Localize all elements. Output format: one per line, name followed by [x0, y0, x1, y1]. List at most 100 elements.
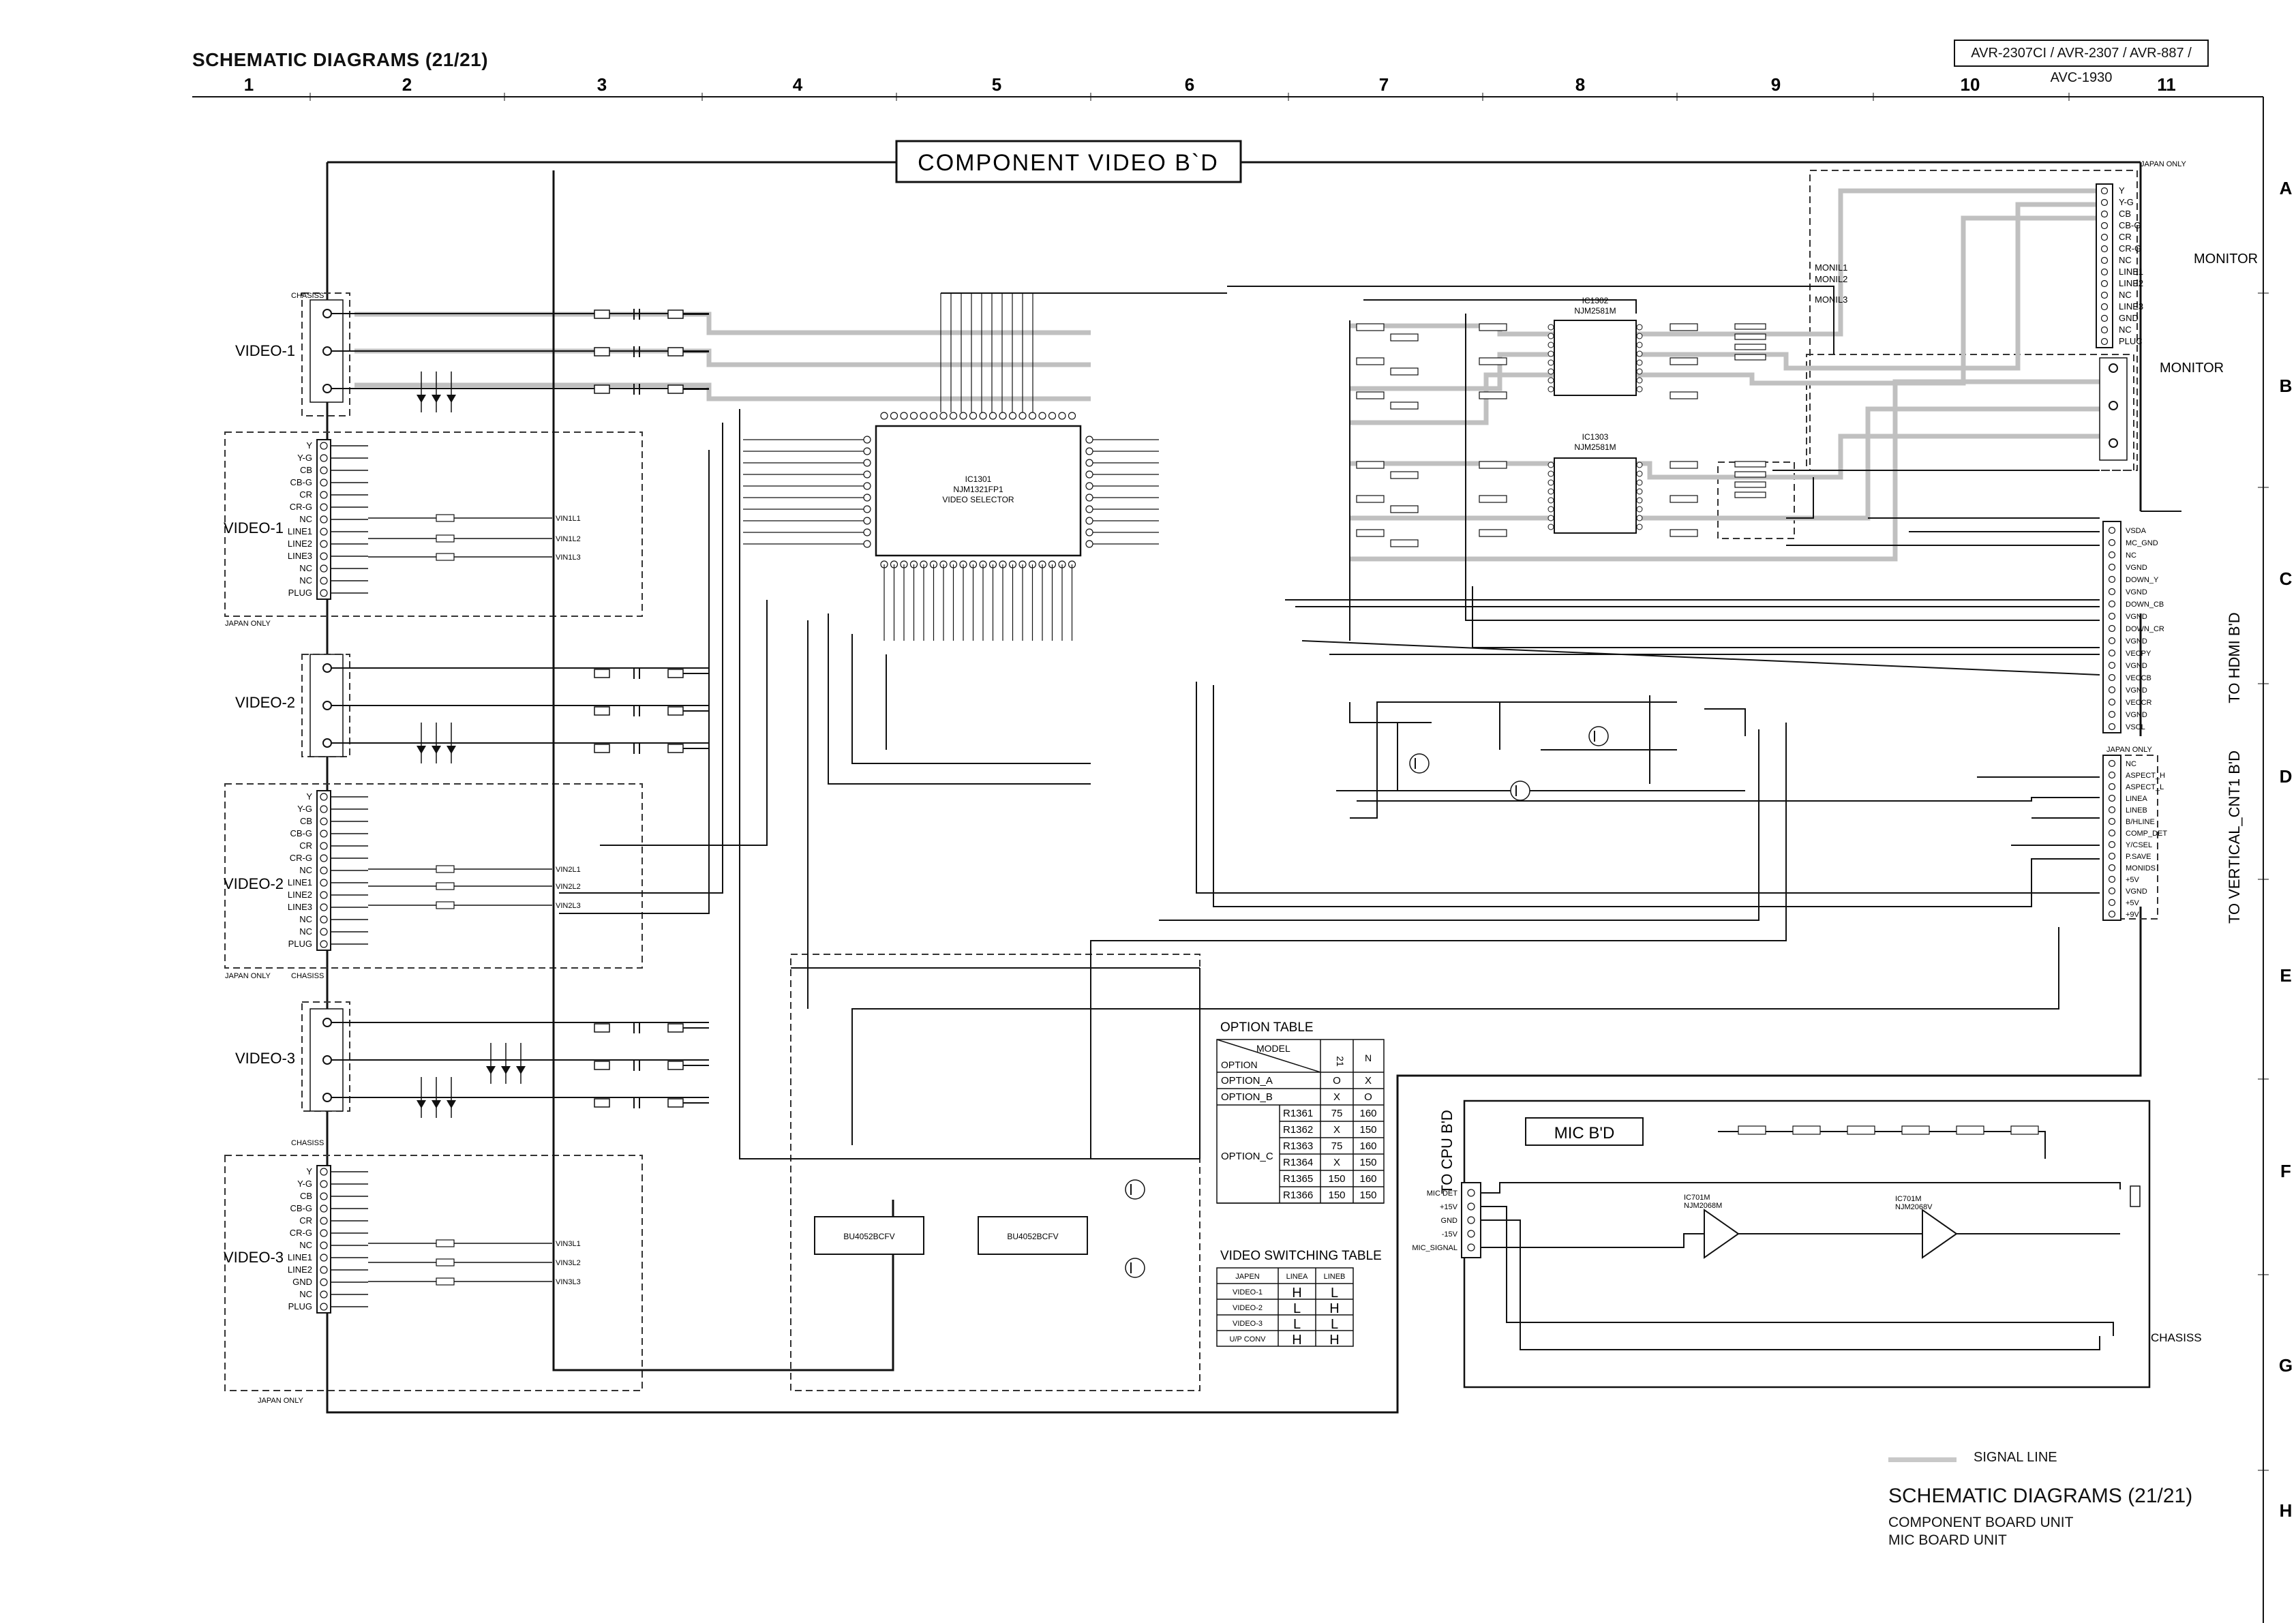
resistor: [1479, 323, 1507, 331]
ic-pin: [863, 470, 871, 479]
jack-pin-label: LINE1: [288, 526, 312, 536]
option-table-title: OPTION TABLE: [1220, 1020, 1314, 1035]
svg-text:NJM1321FP1: NJM1321FP1: [953, 485, 1003, 494]
option-table-corner-option: OPTION: [1221, 1059, 1258, 1070]
ic-pin: [1636, 479, 1643, 486]
transistor: [1409, 753, 1430, 774]
resistor: [1356, 391, 1385, 399]
ic-pin: [1547, 470, 1554, 477]
rca-jack: [309, 654, 709, 757]
jack-pin: [320, 842, 328, 850]
connector-pin: [2100, 210, 2109, 218]
svg-text:IC1301: IC1301: [965, 474, 992, 484]
vin-label: VIN2L3: [556, 902, 581, 910]
connector-pin: [2108, 526, 2116, 534]
connector-pin-label: VGND: [2126, 711, 2147, 719]
connector-pin-label: CB-G: [2119, 220, 2141, 230]
svg-text:IC701M: IC701M: [1684, 1194, 1710, 1202]
japan-only-label-5: JAPAN ONLY: [2106, 746, 2152, 754]
connector-pin: [2108, 661, 2116, 669]
jack-pin: [320, 503, 328, 511]
ic-pin: [1008, 412, 1017, 420]
resistor: [1390, 333, 1419, 342]
jack-pin: [320, 540, 328, 548]
column-label: 4: [793, 74, 803, 95]
ic-pin: [1018, 412, 1027, 420]
row-label: H: [2280, 1500, 2293, 1521]
connector-pin: [1467, 1216, 1475, 1224]
ic-pin: [1547, 368, 1554, 375]
connector-pin-label: PLUC: [2119, 336, 2143, 346]
wire: [559, 450, 710, 914]
connector-pin: [2108, 698, 2116, 706]
ic-pin: [1547, 342, 1554, 348]
jack-pin-label: CB-G: [290, 1203, 313, 1213]
monitor-label-mid: MONITOR: [2160, 361, 2224, 376]
svg-text:NJM2581M: NJM2581M: [1574, 306, 1616, 316]
jack-pin: [320, 1229, 328, 1237]
jack-pin-label: Y: [306, 1166, 312, 1177]
video2-label: VIDEO-2: [224, 875, 284, 892]
row-label: D: [2280, 766, 2293, 787]
resistor: [667, 309, 684, 319]
resistor: [436, 1277, 455, 1286]
resistor: [1901, 1125, 1930, 1135]
switch-table-cell: VIDEO-3: [1233, 1320, 1263, 1328]
wire: [1363, 299, 1637, 314]
row-label: B: [2280, 376, 2293, 396]
ic-pin: [1085, 459, 1093, 467]
resistor: [1670, 391, 1698, 399]
rca-pin: [2109, 438, 2118, 448]
connector-pin: [2108, 551, 2116, 559]
jack-pin-label: CB: [300, 816, 312, 826]
ic-pin: [1085, 470, 1093, 479]
japan-only-label-1: JAPAN ONLY: [225, 620, 271, 628]
ic-pin: [920, 412, 928, 420]
jack-pin: [320, 805, 328, 813]
ic-amp-1: IC1302 NJM2581M: [1554, 296, 1637, 396]
connector-pin: [2108, 783, 2116, 791]
svg-text:IC1303: IC1303: [1582, 432, 1609, 442]
jack-pin-label: LINE1: [288, 877, 312, 888]
connector-pin: [2100, 187, 2109, 195]
switch-table-cell: L: [1331, 1317, 1338, 1332]
connector-pin: [2100, 233, 2109, 241]
ic-amp-2: IC1303 NJM2581M: [1554, 432, 1637, 534]
connector-pin: [2108, 612, 2116, 620]
jack-pin-label: CB-G: [290, 828, 313, 838]
option-table-value-b: 160: [1359, 1173, 1376, 1185]
ic-pin: [1636, 350, 1643, 357]
footer-line-2: MIC BOARD UNIT: [1888, 1532, 2007, 1548]
resistor: [594, 347, 610, 357]
resistor: [1670, 529, 1698, 537]
resistor: [594, 384, 610, 394]
jack-pin-label: Y-G: [297, 1179, 312, 1189]
rca-jack-pin: [322, 1093, 332, 1102]
coupling-bank: [594, 309, 709, 395]
connector-pin-label: CR: [2119, 232, 2132, 242]
rca-jack-pin: [322, 384, 332, 393]
resistor: [594, 706, 610, 716]
option-table-part: R1363: [1283, 1140, 1313, 1152]
ic-pin: [1547, 461, 1554, 468]
ic-pin: [1068, 412, 1076, 420]
ic-pin: [863, 517, 871, 525]
switch-table-cell: H: [1329, 1301, 1339, 1316]
ic-pin: [1547, 488, 1554, 495]
jack-pin: [320, 830, 328, 838]
column-label: 10: [1961, 74, 1980, 95]
connector-pin: [2108, 649, 2116, 657]
option-table-value-a: O: [1333, 1075, 1341, 1087]
resistor: [2010, 1125, 2039, 1135]
vin-label: VIN2L1: [556, 866, 581, 874]
connector-pin-label: VECPY: [2126, 650, 2151, 658]
connector-pin-label: +9V: [2126, 911, 2140, 919]
jack-pin-label: CR-G: [290, 502, 312, 512]
ic-pin: [1547, 386, 1554, 393]
ic-pin: [1636, 333, 1643, 339]
wire: [1159, 729, 1759, 921]
rca-jack-pin: [322, 309, 332, 318]
japan-only-label-3: JAPAN ONLY: [258, 1397, 303, 1405]
